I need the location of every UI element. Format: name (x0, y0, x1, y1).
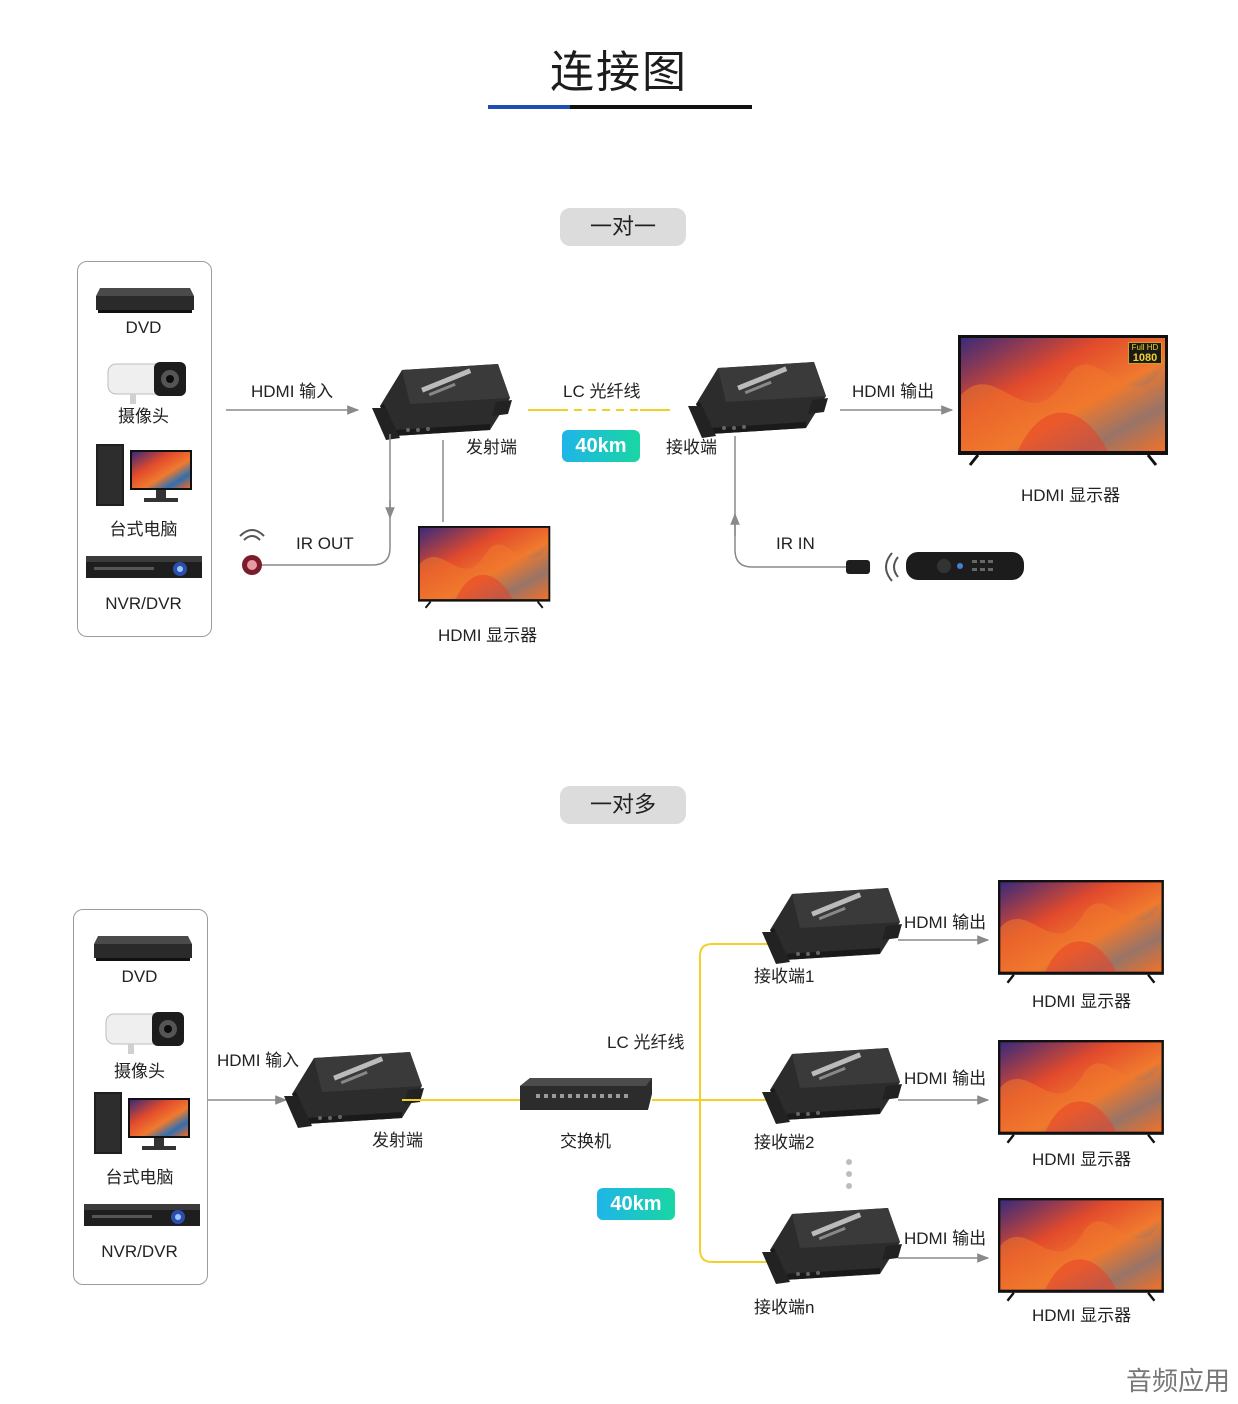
distance-badge: 40km (597, 1188, 675, 1220)
display-2-label: HDMI 显示器 (1032, 1150, 1132, 1169)
source-camera-label: 摄像头 (114, 1062, 165, 1081)
fiber-label: LC 光纤线 (563, 382, 641, 401)
source-camera-label: 摄像头 (118, 407, 169, 426)
hdmi-output-n-label: HDMI 输出 (904, 1229, 987, 1248)
hdmi-input-label: HDMI 输入 (251, 382, 334, 401)
receiver-1-label: 接收端1 (754, 967, 815, 986)
tv-badge-top: Full HD (1131, 343, 1159, 352)
source-dvd-label: DVD (121, 967, 158, 986)
display-main-label: HDMI 显示器 (1021, 486, 1121, 505)
source-dvd-label: DVD (125, 318, 162, 337)
transmitter-label: 发射端 (372, 1131, 423, 1150)
source-desktop-label: 台式电脑 (105, 1168, 174, 1187)
hdmi-output-1-label: HDMI 输出 (904, 913, 987, 932)
source-nvr-label: NVR/DVR (101, 1242, 178, 1261)
receiver-n-label: 接收端n (754, 1298, 815, 1317)
section-label-one-to-one: 一对一 (560, 208, 686, 246)
hdmi-output-2-label: HDMI 输出 (904, 1069, 987, 1088)
switch-label: 交换机 (560, 1132, 611, 1151)
ir-out-label: IR OUT (296, 534, 354, 553)
receiver-2-label: 接收端2 (754, 1133, 815, 1152)
source-box-one-to-one (77, 261, 212, 637)
hdmi-input-label: HDMI 输入 (217, 1051, 300, 1070)
section-label-one-to-many: 一对多 (560, 786, 686, 824)
source-desktop-label: 台式电脑 (109, 520, 178, 539)
watermark: 音频应用 (1125, 1366, 1230, 1396)
fiber-label: LC 光纤线 (607, 1033, 685, 1052)
receiver-label: 接收端 (666, 438, 717, 457)
source-box-one-to-many (73, 909, 208, 1285)
display-n-label: HDMI 显示器 (1032, 1306, 1132, 1325)
display-1-label: HDMI 显示器 (1032, 992, 1132, 1011)
distance-badge: 40km (562, 430, 640, 462)
hdmi-output-label: HDMI 输出 (852, 382, 935, 401)
tv-badge: Full HD 1080 (1128, 342, 1162, 364)
page-title: 连接图 (550, 48, 688, 97)
source-nvr-label: NVR/DVR (105, 594, 182, 613)
ir-in-label: IR IN (776, 534, 815, 553)
display-local-label: HDMI 显示器 (438, 626, 538, 645)
tv-badge-bottom: 1080 (1132, 352, 1158, 364)
transmitter-label: 发射端 (466, 438, 517, 457)
